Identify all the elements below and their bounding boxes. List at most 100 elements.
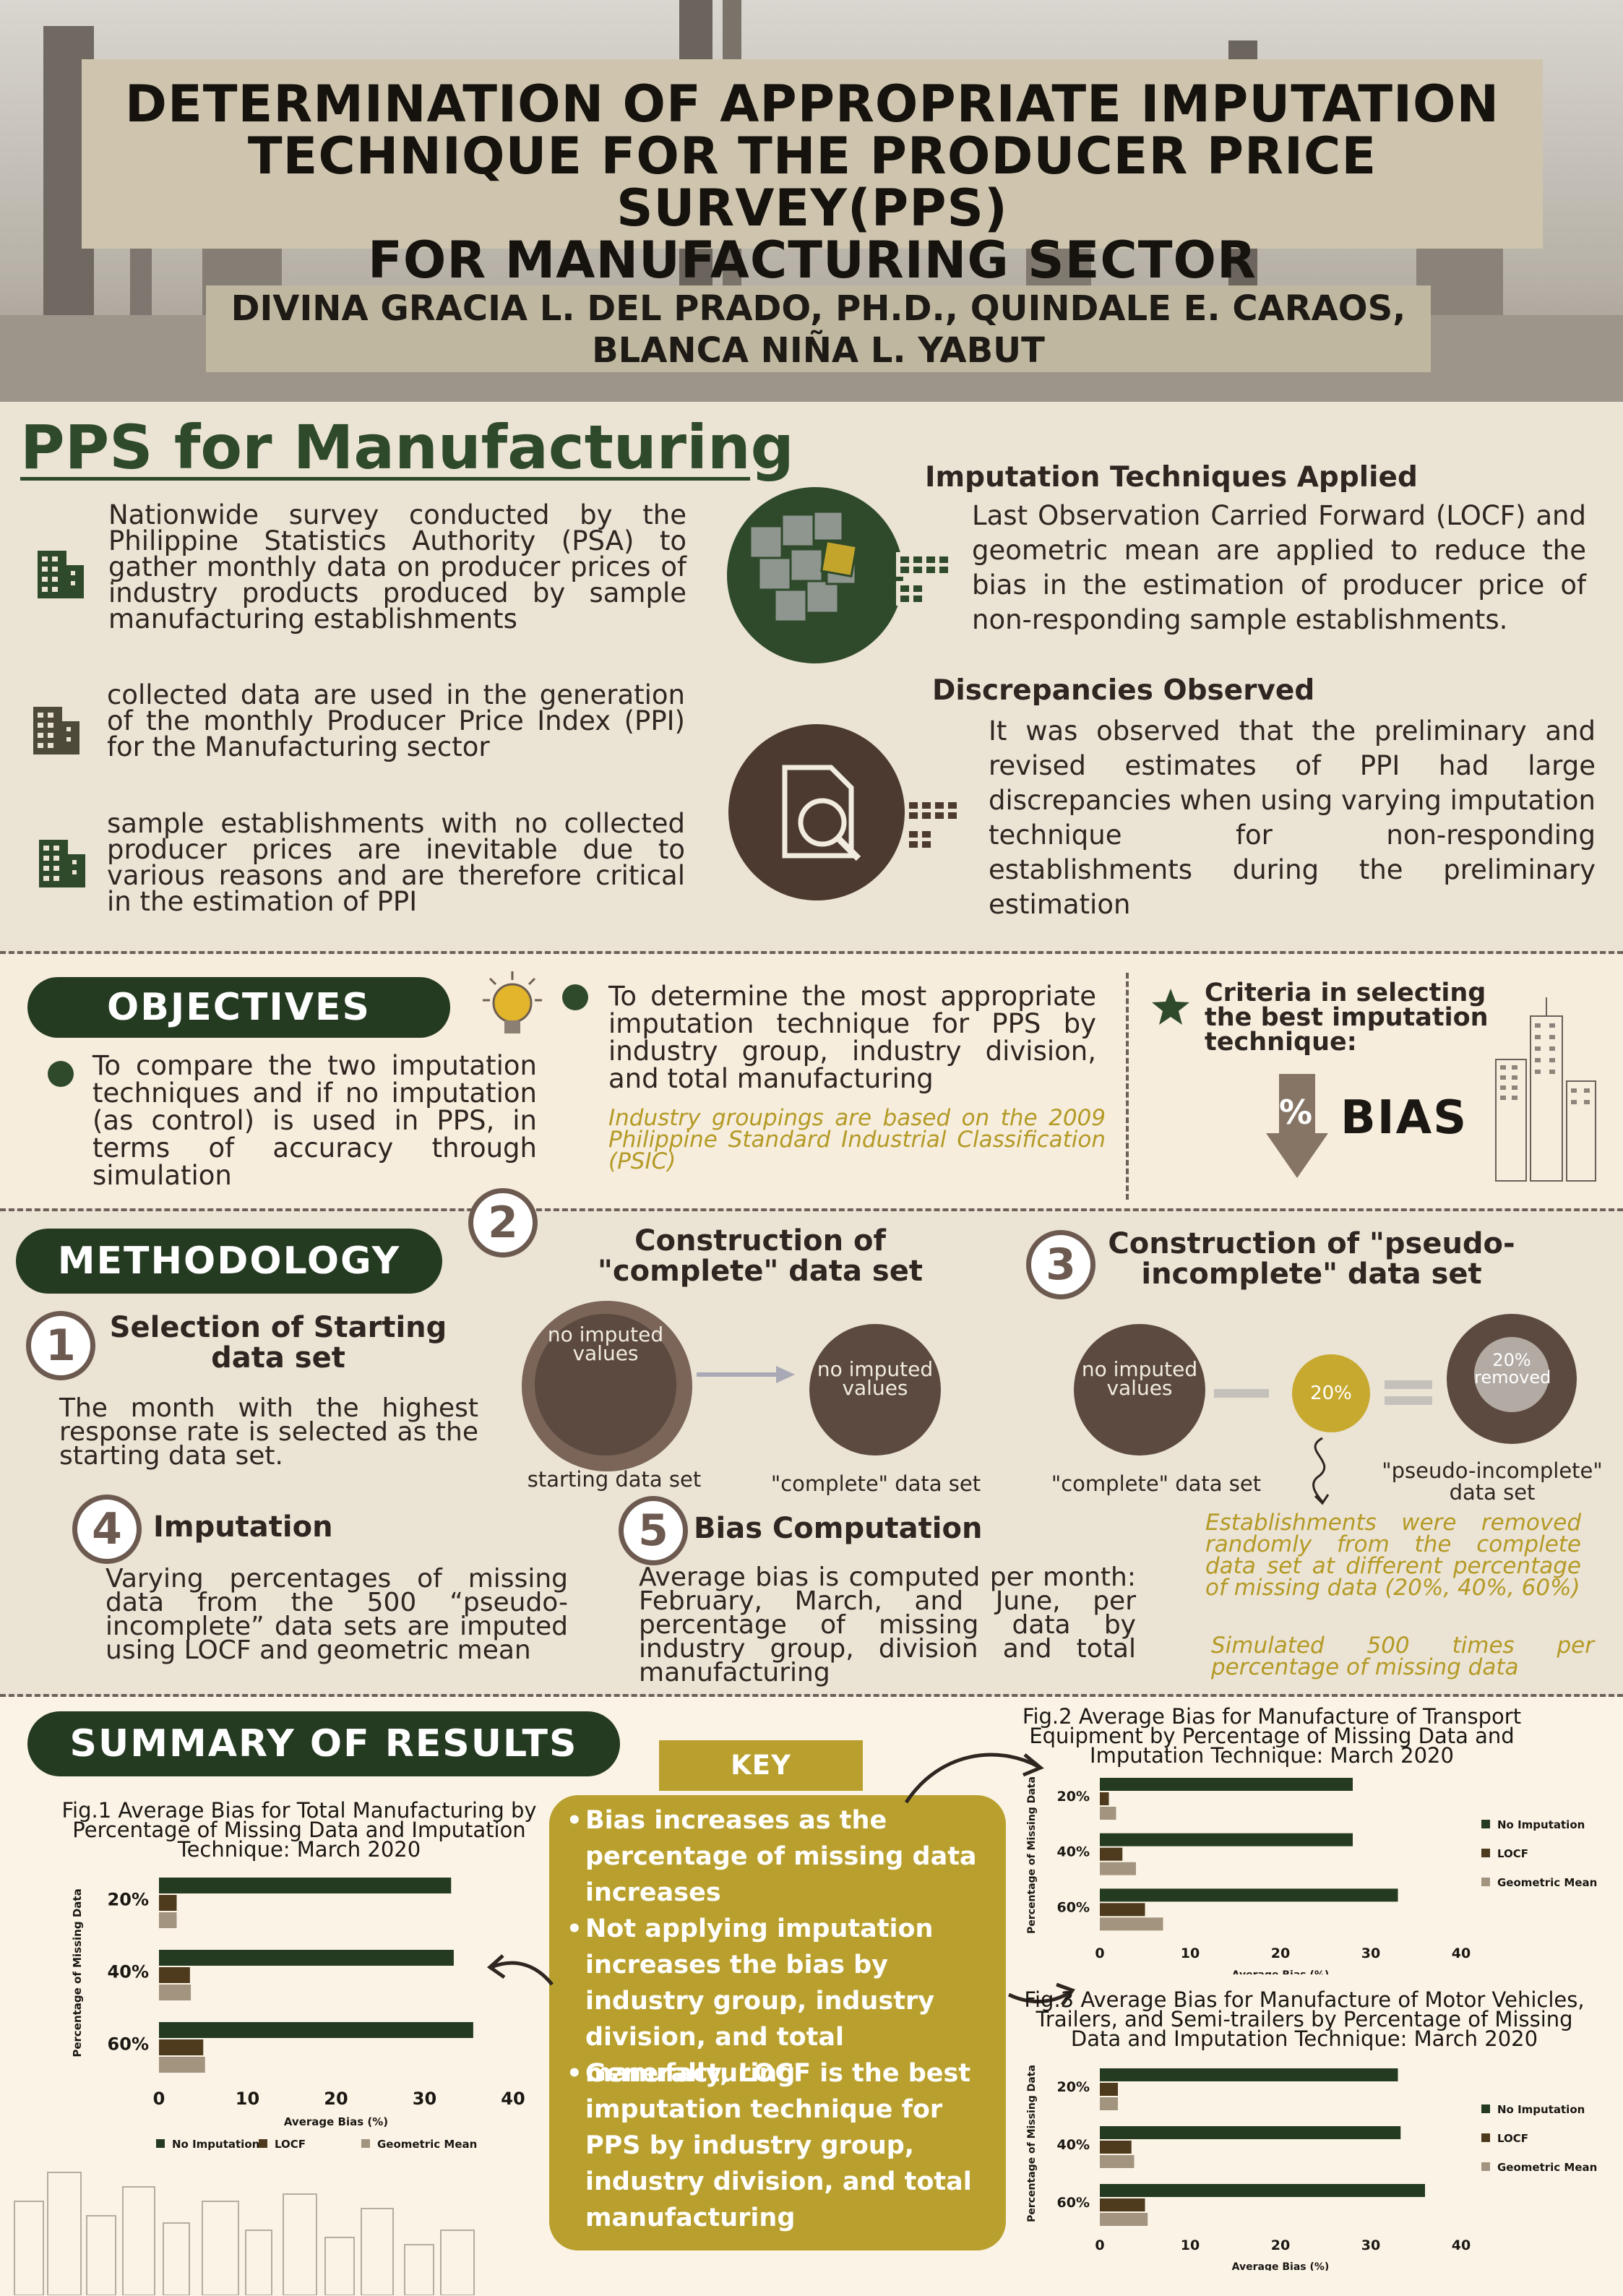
- fig3-title: Fig.3 Average Bias for Manufacture of Mo…: [1024, 1987, 1585, 2051]
- title-line: FOR MANUFACTURING SECTOR: [368, 231, 1257, 290]
- simulation-note: Simulated 500 times per percentage of mi…: [1211, 1633, 1594, 1680]
- legend-label: LOCF: [275, 2138, 306, 2151]
- section-divider: [0, 951, 1623, 954]
- bar-locf: [159, 2039, 204, 2055]
- caption-complete: "complete" data set: [770, 1471, 981, 1496]
- equals-top: [1385, 1380, 1432, 1389]
- category-label: 60%: [108, 2034, 149, 2054]
- finding-text: Not applying imputation increases the bi…: [585, 1914, 935, 2088]
- bar-geometric-mean: [1100, 1807, 1116, 1820]
- step-3-title: Construction of "pseudo-incomplete" data…: [1108, 1227, 1515, 1291]
- legend-label: No Imputation: [1497, 2103, 1585, 2116]
- curl-arrow-icon: [1312, 1437, 1330, 1505]
- bar-locf: [1100, 2141, 1132, 2154]
- legend-label: LOCF: [1497, 1847, 1528, 1860]
- caption-starting: starting data set: [527, 1467, 702, 1492]
- criteria-bias: BIAS: [1340, 1091, 1468, 1145]
- removal-note: Establishments were removed randomly fro…: [1205, 1510, 1581, 1601]
- building-icon: [39, 840, 85, 887]
- legend-swatch: [1481, 2104, 1490, 2113]
- bullet: •: [567, 2059, 582, 2088]
- authors: DIVINA GRACIA L. DEL PRADO, PH.D., QUIND…: [206, 288, 1431, 371]
- x-axis-label: Average Bias (%): [1232, 1969, 1330, 1974]
- bar-no-imputation: [1100, 2068, 1398, 2081]
- lightbulb-icon: [483, 971, 542, 1033]
- bar-no-imputation: [1100, 2184, 1425, 2197]
- title-line: TECHNIQUE FOR THE PRODUCER PRICE SURVEY(…: [247, 126, 1377, 238]
- legend-swatch: [1481, 2133, 1490, 2142]
- title-box: [82, 59, 1543, 249]
- category-label: 40%: [108, 1961, 149, 1982]
- finding-text: Generally, LOCF is the best imputation t…: [585, 2059, 972, 2232]
- city-skyline-illustration: [14, 2172, 475, 2295]
- bar-geometric-mean: [1100, 1917, 1163, 1931]
- step-number-2: 2: [468, 1188, 538, 1257]
- fig2-title: Fig.2 Average Bias for Manufacture of Tr…: [1022, 1704, 1522, 1768]
- y-axis-label: Percentage of Missing Data: [1026, 1776, 1038, 1934]
- bar-no-imputation: [159, 1878, 452, 1893]
- legend-label: No Imputation: [172, 2138, 259, 2151]
- pps-title: PPS for Manufacturing: [20, 412, 794, 483]
- x-tick-label: 20: [1271, 2237, 1290, 2253]
- step-number-4: 4: [72, 1495, 142, 1564]
- bar-locf: [1100, 1903, 1145, 1917]
- bullet-dot: [562, 984, 588, 1010]
- step-4-title: Imputation: [153, 1510, 333, 1544]
- bar-locf: [159, 1967, 190, 1983]
- step-number-3: 3: [1026, 1230, 1095, 1299]
- psic-note: Industry groupings are based on the 2009…: [608, 1105, 1106, 1174]
- pps-item-2: collected data are used in the generatio…: [107, 679, 685, 762]
- x-tick-label: 20: [1271, 1945, 1290, 1961]
- bar-geometric-mean: [159, 1985, 191, 2000]
- bar-geometric-mean: [1100, 2097, 1118, 2110]
- legend-label: Geometric Mean: [1497, 1876, 1597, 1889]
- legend-swatch: [1481, 1820, 1490, 1828]
- circle-label: no imputed values: [1081, 1357, 1198, 1400]
- x-axis-label: Average Bias (%): [1232, 2261, 1330, 2271]
- legend-swatch: [1481, 2162, 1490, 2171]
- finding-2: •Not applying imputation increases the b…: [567, 1911, 990, 2091]
- objective-1: To compare the two imputation techniques…: [92, 1050, 537, 1191]
- pps-item-1: Nationwide survey conducted by the Phili…: [108, 499, 686, 635]
- bar-geometric-mean: [159, 2057, 205, 2073]
- bar-no-imputation: [159, 1950, 454, 1966]
- x-tick-label: 10: [1181, 1945, 1200, 1961]
- star-icon: [1152, 989, 1189, 1025]
- minus-sign: [1214, 1389, 1269, 1398]
- twenty-percent-circle: 20%: [1292, 1354, 1370, 1432]
- bar-no-imputation: [1100, 1833, 1353, 1846]
- step-1-title: Selection of Starting data set: [109, 1311, 447, 1375]
- discrepancies-heading: Discrepancies Observed: [932, 674, 1315, 707]
- category-label: 40%: [1057, 2137, 1090, 2153]
- authors-line: BLANCA NIÑA L. YABUT: [592, 330, 1045, 371]
- y-axis-label: Percentage of Missing Data: [71, 1888, 84, 2057]
- x-tick-label: 10: [236, 2089, 259, 2109]
- y-axis-label: Percentage of Missing Data: [1026, 2065, 1038, 2222]
- removed-circle: 20% removed: [1474, 1337, 1551, 1412]
- x-tick-label: 0: [153, 2089, 165, 2109]
- x-tick-label: 0: [1095, 2237, 1104, 2253]
- bar-geometric-mean: [1100, 2213, 1148, 2226]
- bar-geometric-mean: [1100, 2155, 1135, 2168]
- legend-label: Geometric Mean: [377, 2138, 477, 2151]
- x-tick-label: 40: [501, 2089, 525, 2109]
- imputation-text: Last Observation Carried Forward (LOCF) …: [972, 500, 1586, 635]
- step-5-text: Average bias is computed per month: Febr…: [639, 1562, 1136, 1687]
- pps-item-3: sample establishments with no collected …: [107, 808, 685, 917]
- building-icon: [38, 551, 84, 598]
- step-4-text: Varying percentages of missing data from…: [106, 1564, 568, 1665]
- percent-symbol: %: [1279, 1093, 1313, 1132]
- legend-swatch: [156, 2139, 165, 2148]
- x-tick-label: 10: [1181, 2237, 1200, 2253]
- puzzle-icon: [727, 487, 957, 663]
- category-label: 60%: [1057, 1899, 1090, 1915]
- legend-label: No Imputation: [1497, 1818, 1585, 1831]
- right-arrow-icon: [697, 1366, 795, 1383]
- section-divider: [0, 1694, 1623, 1697]
- caption-pseudo: "pseudo-incomplete" data set: [1382, 1458, 1603, 1505]
- x-tick-label: 40: [1452, 2237, 1471, 2253]
- circle-label: no imputed values: [547, 1323, 664, 1365]
- category-label: 60%: [1057, 2195, 1090, 2211]
